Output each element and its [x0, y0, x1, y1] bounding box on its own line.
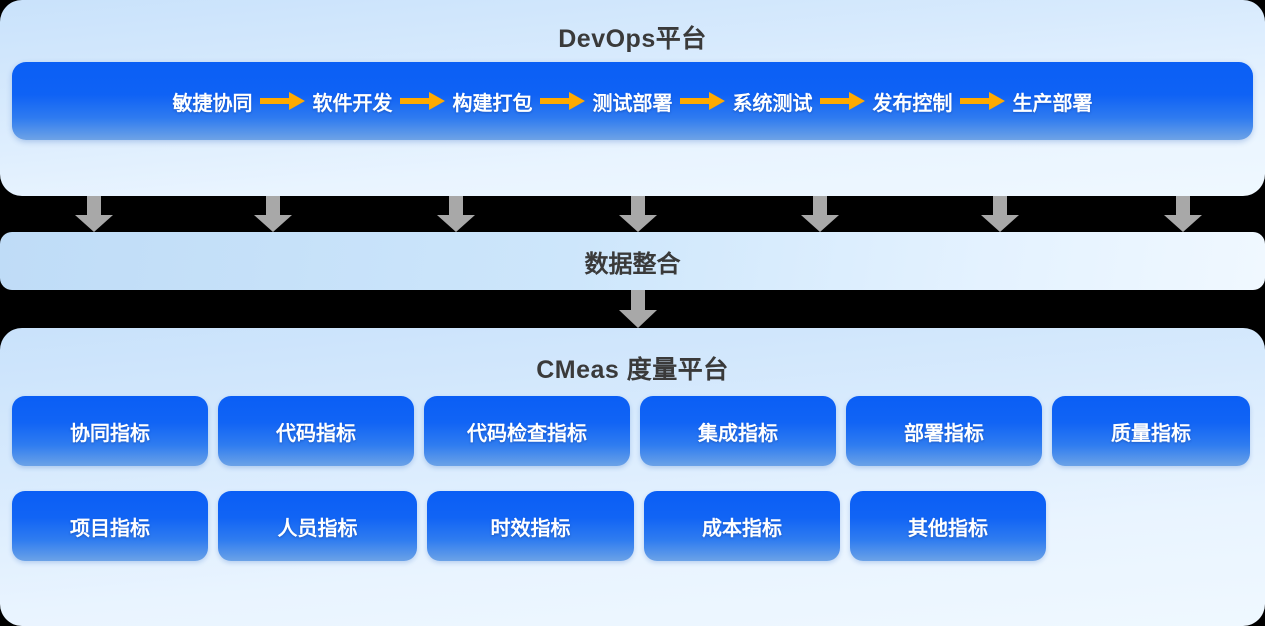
metric-card[interactable]: 代码检查指标: [424, 396, 630, 466]
metric-card-label: 质量指标: [1111, 422, 1191, 445]
pipeline-stage[interactable]: 发布控制: [872, 92, 953, 115]
arrow-right-icon: [959, 89, 1006, 113]
pipeline-stage[interactable]: 软件开发: [312, 92, 393, 115]
arrow-right-icon: [539, 89, 586, 113]
data-integration-panel: 数据整合: [0, 232, 1265, 290]
metric-card-label: 代码检查指标: [467, 422, 587, 445]
devops-platform-panel: DevOps平台 敏捷协同 软件开发 构建打包 测试部署 系统测试 发布控制 生产部署: [0, 0, 1265, 196]
metric-card[interactable]: 集成指标: [640, 396, 836, 466]
metric-card[interactable]: 其他指标: [850, 491, 1046, 561]
pipeline-stage[interactable]: 敏捷协同: [172, 92, 253, 115]
metric-card[interactable]: 项目指标: [12, 491, 208, 561]
metric-card[interactable]: 部署指标: [846, 396, 1042, 466]
metric-card[interactable]: 协同指标: [12, 396, 208, 466]
arrow-right-icon: [259, 89, 306, 113]
arrow-right-icon: [399, 89, 446, 113]
devops-platform-title: DevOps平台: [558, 25, 707, 53]
metric-card-label: 成本指标: [702, 517, 782, 540]
arrow-down-icon: [618, 196, 658, 232]
metric-card-label: 集成指标: [698, 422, 778, 445]
data-integration-title: 数据整合: [584, 250, 681, 278]
devops-to-data-connectors: [0, 196, 1265, 232]
pipeline-stage[interactable]: 构建打包: [452, 92, 533, 115]
metric-card[interactable]: 时效指标: [427, 491, 634, 561]
metric-card-label: 项目指标: [70, 517, 150, 540]
metric-card-label: 人员指标: [277, 517, 358, 540]
metric-card-label: 时效指标: [490, 517, 571, 540]
metric-card[interactable]: 人员指标: [218, 491, 417, 561]
arrow-right-icon: [819, 89, 866, 113]
arrow-down-icon: [253, 196, 293, 232]
pipeline-stage[interactable]: 生产部署: [1012, 92, 1093, 115]
arrow-down-icon: [980, 196, 1020, 232]
pipeline-stage[interactable]: 测试部署: [592, 92, 673, 115]
cmeas-platform-panel: CMeas 度量平台: [0, 328, 1265, 626]
pipeline-stage[interactable]: 系统测试: [732, 92, 813, 115]
metric-card[interactable]: 成本指标: [644, 491, 840, 561]
arrow-down-icon: [436, 196, 476, 232]
metric-card-row-1: 协同指标 代码指标 代码检查指标 集成指标 部署指标 质量指标: [0, 396, 1265, 466]
data-to-cmeas-connector: [618, 290, 658, 328]
devops-pipeline-bar: 敏捷协同 软件开发 构建打包 测试部署 系统测试 发布控制 生产部署: [12, 62, 1253, 140]
metric-card-row-2: 项目指标 人员指标 时效指标 成本指标 其他指标: [0, 491, 1265, 561]
arrow-down-icon: [800, 196, 840, 232]
arrow-right-icon: [679, 89, 726, 113]
metric-card-label: 其他指标: [908, 517, 988, 540]
metric-card-label: 部署指标: [904, 422, 984, 445]
cmeas-platform-title: CMeas 度量平台: [536, 356, 729, 384]
metric-card-label: 代码指标: [276, 422, 356, 445]
metric-card[interactable]: 质量指标: [1052, 396, 1250, 466]
metric-card[interactable]: 代码指标: [218, 396, 414, 466]
arrow-down-icon: [1163, 196, 1203, 232]
arrow-down-icon: [74, 196, 114, 232]
metric-card-label: 协同指标: [70, 422, 150, 445]
